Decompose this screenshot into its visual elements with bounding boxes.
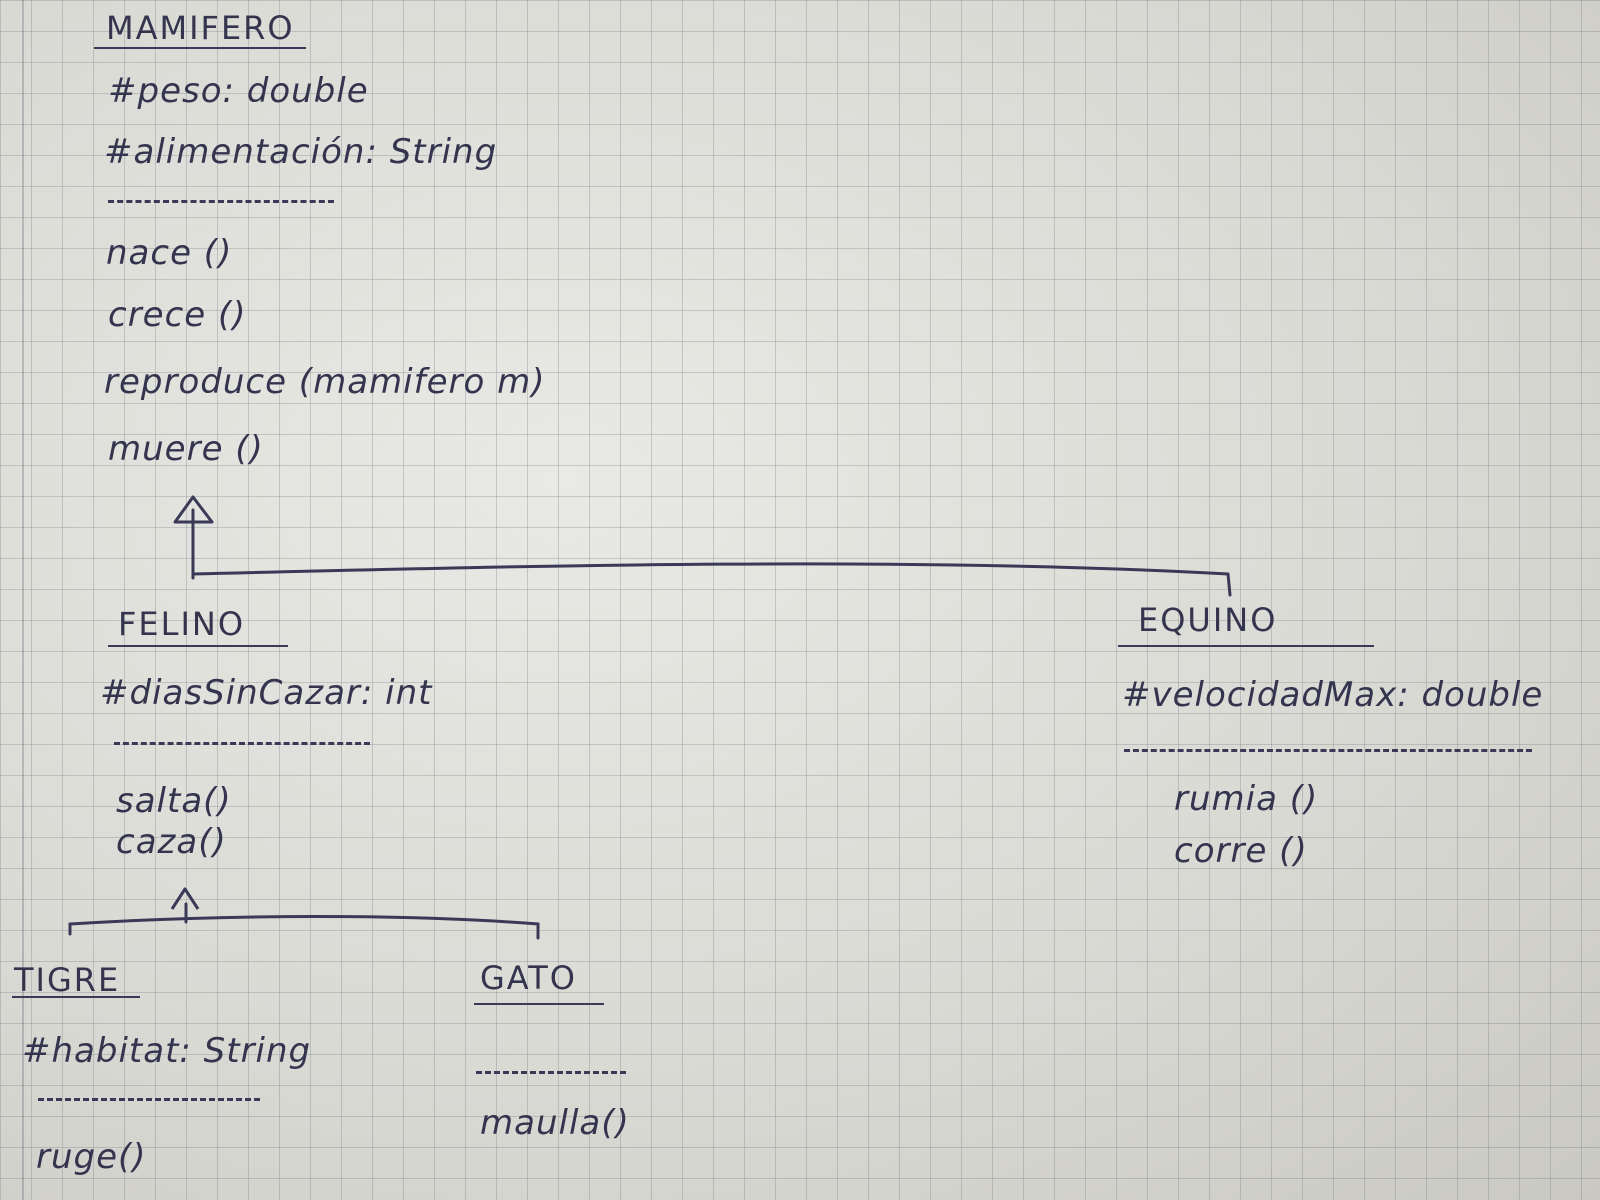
mamifero-separator <box>108 200 334 203</box>
equino-method-corre: corre () <box>1174 831 1308 871</box>
mamifero-method-reproduce: reproduce (mamifero m) <box>104 362 546 402</box>
tigre-class-name: TIGRE <box>14 961 121 999</box>
mamifero-branch-line <box>191 562 1230 576</box>
equino-attribute-velocidadmax: #velocidadMax: double <box>1122 675 1544 715</box>
equino-class-name: EQUINO <box>1138 601 1278 639</box>
gato-separator <box>476 1071 626 1074</box>
felino-separator <box>114 742 370 745</box>
equino-drop-line <box>1226 572 1232 597</box>
felino-attribute-diassincazar: #diasSinCazar: int <box>100 673 433 713</box>
gato-class-name: GATO <box>480 959 577 997</box>
mamifero-inheritance-arrowhead <box>173 495 214 524</box>
mamifero-class-name: MAMIFERO <box>106 9 295 47</box>
tigre-name-underline <box>12 996 140 998</box>
equino-method-rumia: rumia () <box>1174 779 1319 819</box>
mamifero-name-underline <box>94 47 306 49</box>
felino-branch-line <box>68 915 540 940</box>
tigre-separator <box>38 1098 260 1101</box>
felino-method-caza: caza() <box>116 822 227 862</box>
mamifero-attribute-peso: #peso: double <box>108 71 369 111</box>
gato-name-underline <box>474 1003 604 1005</box>
mamifero-method-crece: crece () <box>108 295 247 335</box>
equino-name-underline <box>1118 645 1374 647</box>
felino-inheritance-arrowhead <box>170 887 200 910</box>
felino-method-salta: salta() <box>116 781 232 821</box>
mamifero-method-nace: nace () <box>106 233 233 273</box>
mamifero-method-muere: muere () <box>108 429 264 469</box>
mamifero-attribute-alimentacion: #alimentación: String <box>104 132 498 172</box>
felino-class-name: FELINO <box>118 605 246 643</box>
tigre-attribute-habitat: #habitat: String <box>22 1031 312 1071</box>
equino-separator <box>1124 749 1532 752</box>
notebook-margin-line <box>22 0 24 1200</box>
gato-method-maulla: maulla() <box>480 1103 630 1143</box>
felino-name-underline <box>108 645 288 647</box>
tigre-method-ruge: ruge() <box>36 1137 147 1177</box>
